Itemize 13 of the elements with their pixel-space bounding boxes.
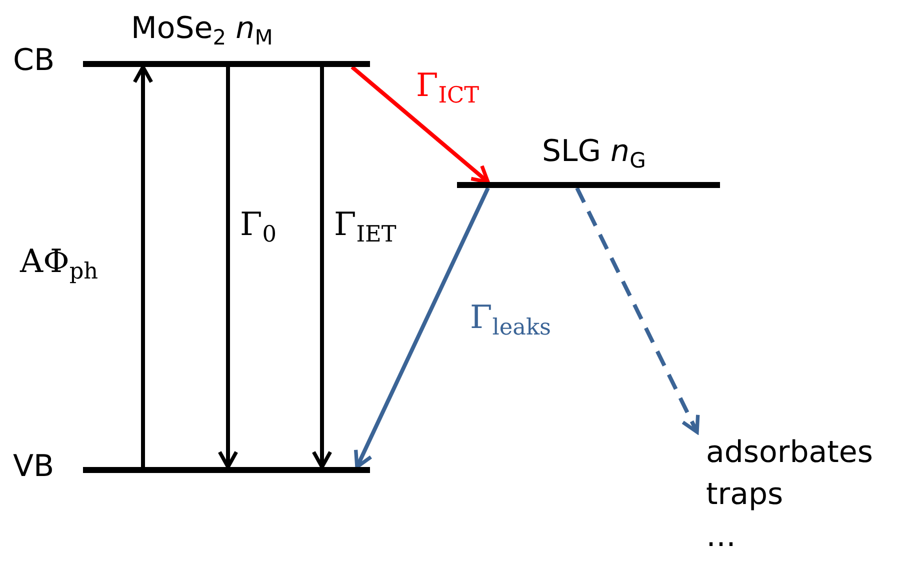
arrow: [132, 65, 154, 467]
band-name: CB: [13, 43, 55, 79]
list-item: adsorbates: [706, 434, 874, 472]
arrow: [312, 67, 332, 469]
list-item: …: [706, 518, 736, 556]
band-label: MoSe$_{2}$ n$_{M}$: [131, 11, 273, 52]
arrow: [350, 65, 490, 184]
band-name: VB: [13, 449, 54, 485]
list-item: traps: [706, 476, 784, 514]
arrow: [218, 67, 238, 469]
arrow: [354, 187, 490, 469]
arrow: [575, 187, 700, 434]
band-label: SLG n$_{G}$: [542, 134, 646, 174]
